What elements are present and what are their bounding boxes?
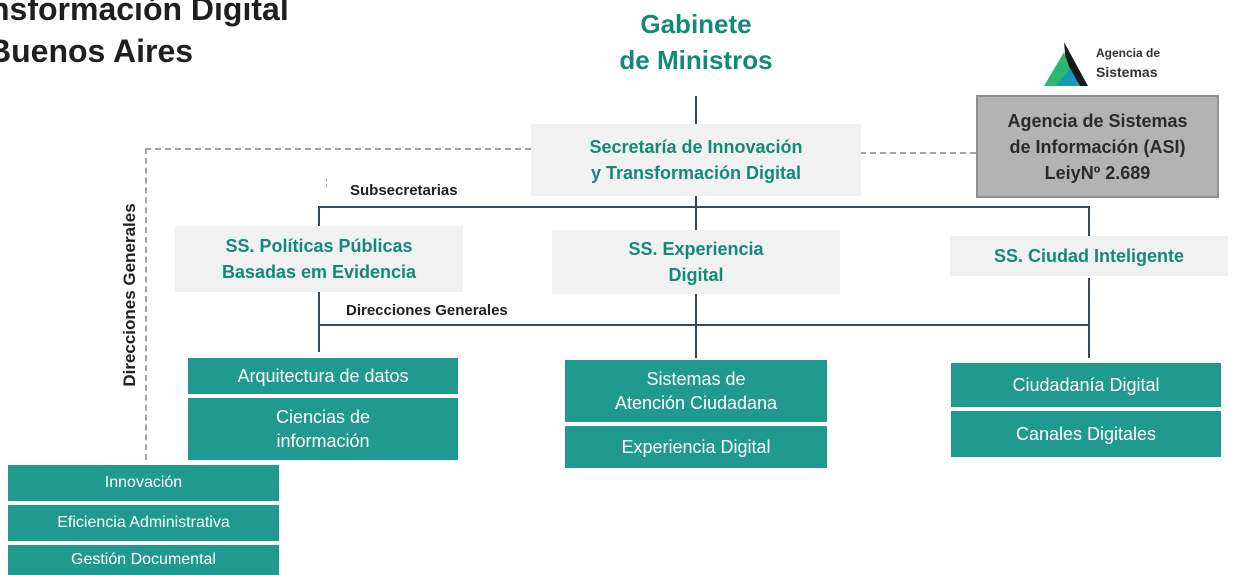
connector-ss1-top — [318, 206, 320, 226]
dg-ciudadania-label: Ciudadanía Digital — [1012, 375, 1160, 395]
logo-text-line2: Sistemas — [1096, 64, 1158, 80]
dg-sistemas-line1: Sistemas de — [646, 369, 746, 389]
dg-canales-digitales: Canales Digitales — [950, 410, 1222, 458]
gabinete-line2: de Ministros — [619, 45, 773, 75]
connector-ss3-down — [1088, 278, 1090, 358]
connector-ss2-down — [695, 294, 697, 358]
secretaria-line1: Secretaría de Innovación — [589, 137, 803, 157]
small-tick-mark — [326, 179, 327, 187]
agencia-line3: LeiyNº 2.689 — [1044, 162, 1151, 183]
ss-experiencia-line1: SS. Experiencia — [628, 239, 764, 259]
dg-innovacion-label: Innovación — [104, 474, 183, 491]
dg-ciudadania-digital: Ciudadanía Digital — [950, 362, 1222, 408]
dg-arquitectura-datos: Arquitectura de datos — [187, 357, 459, 395]
page-title: nsformación Digital Buenos Aires — [0, 0, 289, 72]
ss-experiencia-digital-box: SS. Experiencia Digital — [552, 230, 840, 294]
agencia-logo: Agencia de Sistemas — [1038, 40, 1178, 90]
dashed-link-vertical — [145, 148, 147, 460]
page-title-line1: nsformación Digital — [0, 0, 289, 27]
dg-gestion-label: Gestión Documental — [71, 551, 216, 568]
dg-gestion-documental: Gestión Documental — [8, 545, 279, 575]
ss-experiencia-line2: Digital — [668, 265, 724, 285]
gabinete-line1: Gabinete — [640, 9, 752, 39]
dg-innovacion: Innovación — [8, 465, 279, 501]
agencia-line2: de Información (ASI) — [1009, 136, 1186, 157]
dg-ciencias-line2: información — [276, 431, 370, 451]
connector-ss1-down — [318, 292, 320, 352]
secretaria-line2: y Transformación Digital — [590, 163, 802, 183]
triangle-logo-icon — [1044, 42, 1088, 86]
connector-ss3-top — [1088, 206, 1090, 236]
ss-ciudad-inteligente-box: SS. Ciudad Inteligente — [950, 236, 1228, 276]
gabinete-node: Gabinete de Ministros — [596, 6, 796, 78]
dg-eficiencia-administrativa: Eficiencia Administrativa — [8, 505, 279, 541]
ss-politicas-line1: SS. Políticas Públicas — [225, 236, 413, 256]
dg-ciencias-informacion: Ciencias de información — [187, 397, 459, 461]
secretaria-box: Secretaría de Innovación y Transformació… — [531, 124, 861, 196]
ss-politicas-publicas-box: SS. Políticas Públicas Basadas em Eviden… — [175, 226, 463, 292]
ss-ciudad-line1: SS. Ciudad Inteligente — [993, 246, 1185, 266]
dg-ciencias-line1: Ciencias de — [275, 407, 371, 427]
dg-sistemas-atencion: Sistemas de Atención Ciudadana — [564, 359, 828, 423]
logo-text-line1: Agencia de — [1096, 46, 1161, 60]
direcciones-generales-vertical-label: Direcciones Generales — [120, 203, 139, 387]
page-title-line2: Buenos Aires — [0, 33, 194, 69]
dg-arquitectura-label: Arquitectura de datos — [237, 366, 409, 386]
connector-secretaria-down — [695, 194, 697, 230]
dg-sistemas-line2: Atención Ciudadana — [614, 393, 778, 413]
connector-gabinete-secretaria — [695, 96, 697, 124]
direcciones-generales-label: Direcciones Generales — [346, 302, 508, 319]
agencia-line1: Agencia de Sistemas — [1007, 110, 1188, 131]
agencia-box: Agencia de Sistemas de Información (ASI)… — [976, 95, 1219, 198]
dashed-link-left — [145, 148, 531, 150]
ss-politicas-line2: Basadas em Evidencia — [221, 262, 417, 282]
subsecretarias-bar — [318, 206, 1090, 208]
dg-experiencia-label: Experiencia Digital — [621, 437, 771, 457]
subsecretarias-label: Subsecretarias — [350, 182, 458, 199]
dg-eficiencia-label: Eficiencia Administrativa — [57, 514, 230, 531]
dashed-link-right — [860, 152, 976, 154]
direcciones-bar — [318, 324, 1090, 326]
dg-canales-label: Canales Digitales — [1015, 424, 1157, 444]
dg-experiencia-digital: Experiencia Digital — [564, 425, 828, 469]
